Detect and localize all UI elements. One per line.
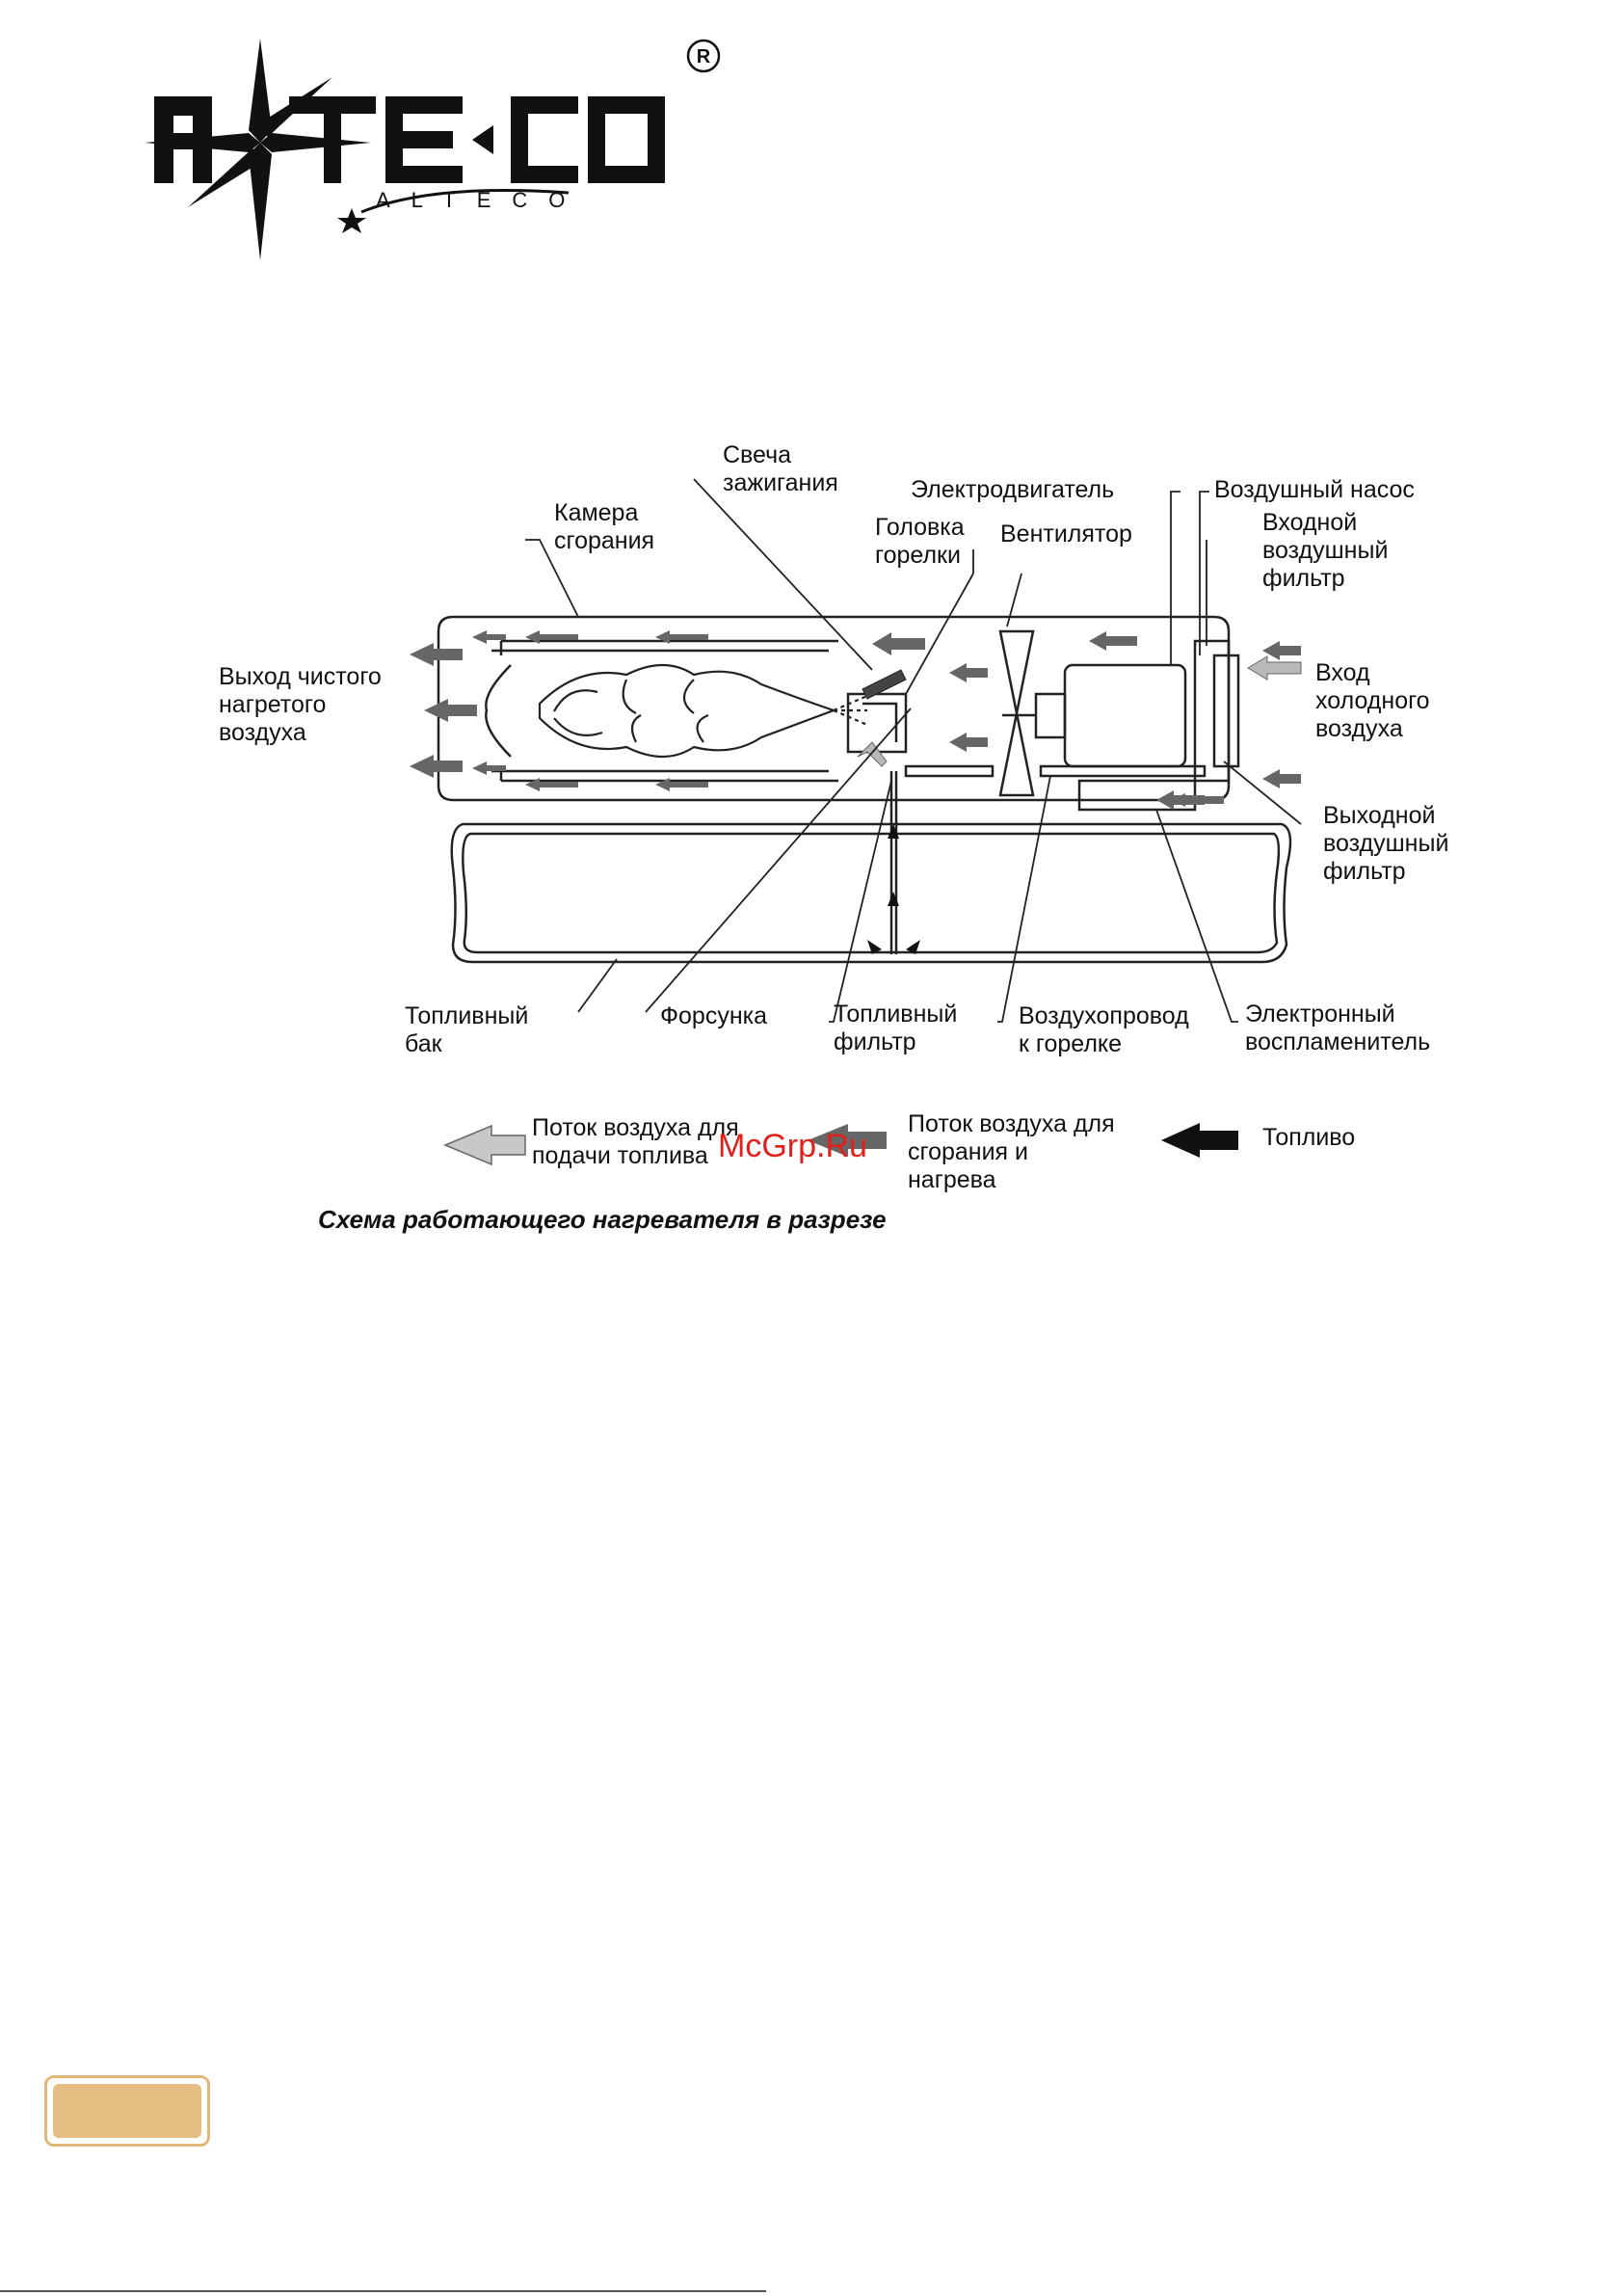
label-inlet-air-filter: Входной воздушный фильтр <box>1262 509 1389 592</box>
fuel-supply-airflow-arrows <box>857 655 1302 767</box>
label-burner-head: Головка горелки <box>875 514 965 569</box>
label-nozzle: Форсунка <box>660 1002 768 1029</box>
small-star-icon <box>337 208 366 233</box>
flame-icon <box>538 664 868 758</box>
legend-combustion-arrow-icon <box>808 1124 887 1157</box>
legend-fuel-supply-airflow-label: Поток воздуха для подачи топлива <box>532 1114 739 1169</box>
label-outlet-air-filter: Выходной воздушный фильтр <box>1323 802 1449 885</box>
alteco-logo: ALTECO R <box>145 39 721 260</box>
burner-head <box>846 692 908 754</box>
label-air-duct-to-burner: Воздухопровод к горелке <box>1019 1002 1189 1057</box>
label-fuel-tank: Топливный бак <box>405 1002 529 1057</box>
label-electric-motor: Электродвигатель <box>911 476 1115 503</box>
page-number-tab-fill <box>53 2084 201 2138</box>
legend-combustion-heating-airflow-label: Поток воздуха для сгорания и нагрева <box>908 1110 1115 1193</box>
label-fuel-filter: Топливный фильтр <box>834 1001 958 1055</box>
footer-rule <box>0 2290 766 2292</box>
page-number-tab <box>44 2075 210 2147</box>
svg-text:R: R <box>697 46 711 67</box>
fan-icon <box>998 629 1035 797</box>
combustion-chamber-outline <box>499 639 838 783</box>
label-spark-plug: Свеча зажигания <box>723 441 838 496</box>
heater-cross-section-diagram <box>410 478 1302 1166</box>
fuel-flow-arrows <box>867 824 920 954</box>
registered-mark-icon <box>686 39 721 73</box>
label-combustion-chamber: Камера сгорания <box>554 499 655 554</box>
spark-plug-icon <box>862 669 907 700</box>
label-air-pump: Воздушный насос <box>1214 476 1415 503</box>
watermark: McGrp.Ru <box>718 1128 867 1164</box>
combustion-airflow-arrows <box>410 630 1301 810</box>
air-duct <box>1039 764 1207 778</box>
label-clean-hot-air-outlet: Выход чистого нагретого воздуха <box>219 663 382 746</box>
diagram-caption: Схема работающего нагревателя в разрезе <box>318 1205 887 1234</box>
label-electronic-igniter: Электронный воспламенитель <box>1245 1001 1431 1055</box>
fuel-tank-outline <box>450 822 1292 964</box>
label-cold-air-inlet: Вход холодного воздуха <box>1315 659 1430 742</box>
legend-fuel-label: Топливо <box>1262 1124 1356 1151</box>
air-pump <box>1193 639 1231 783</box>
legend-fuel-arrow-icon <box>1161 1123 1238 1158</box>
label-fan: Вентилятор <box>1000 521 1132 547</box>
legend-fuel-supply-arrow-icon <box>443 1124 526 1166</box>
electric-motor <box>1063 663 1187 768</box>
